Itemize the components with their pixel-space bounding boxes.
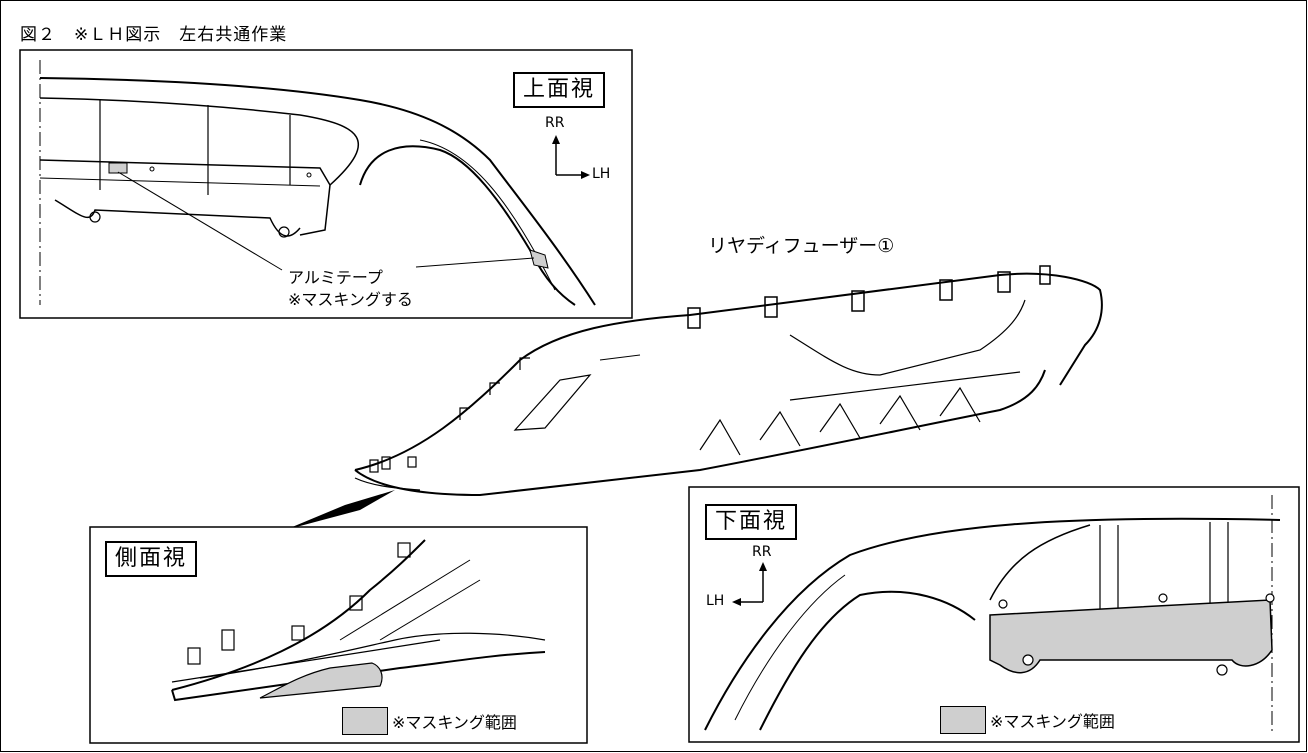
figure-title: 図２ ※ＬＨ図示 左右共通作業 [20, 25, 288, 45]
main-diffuser-drawing [285, 265, 1103, 530]
legend-swatch [940, 706, 986, 734]
part-label: リヤディフューザー① [708, 235, 895, 257]
legend-text: ※マスキング範囲 [990, 712, 1115, 731]
side-view-legend: ※マスキング範囲 [342, 707, 517, 735]
top-view-label: 上面視 [513, 72, 606, 108]
top-axis-lh-label: LH [592, 166, 611, 182]
bottom-view-label: 下面視 [705, 504, 798, 540]
side-view-label: 側面視 [105, 541, 198, 577]
legend-text: ※マスキング範囲 [392, 713, 517, 732]
top-axis-rr-label: RR [545, 115, 565, 131]
legend-swatch [342, 707, 388, 735]
callout-aluminum-tape: アルミテープ [288, 268, 383, 287]
bottom-view-legend: ※マスキング範囲 [940, 706, 1115, 734]
bottom-axis-rr-label: RR [752, 544, 772, 560]
callout-masking-note: ※マスキングする [288, 290, 413, 309]
bottom-axis-lh-label: LH [706, 593, 725, 609]
